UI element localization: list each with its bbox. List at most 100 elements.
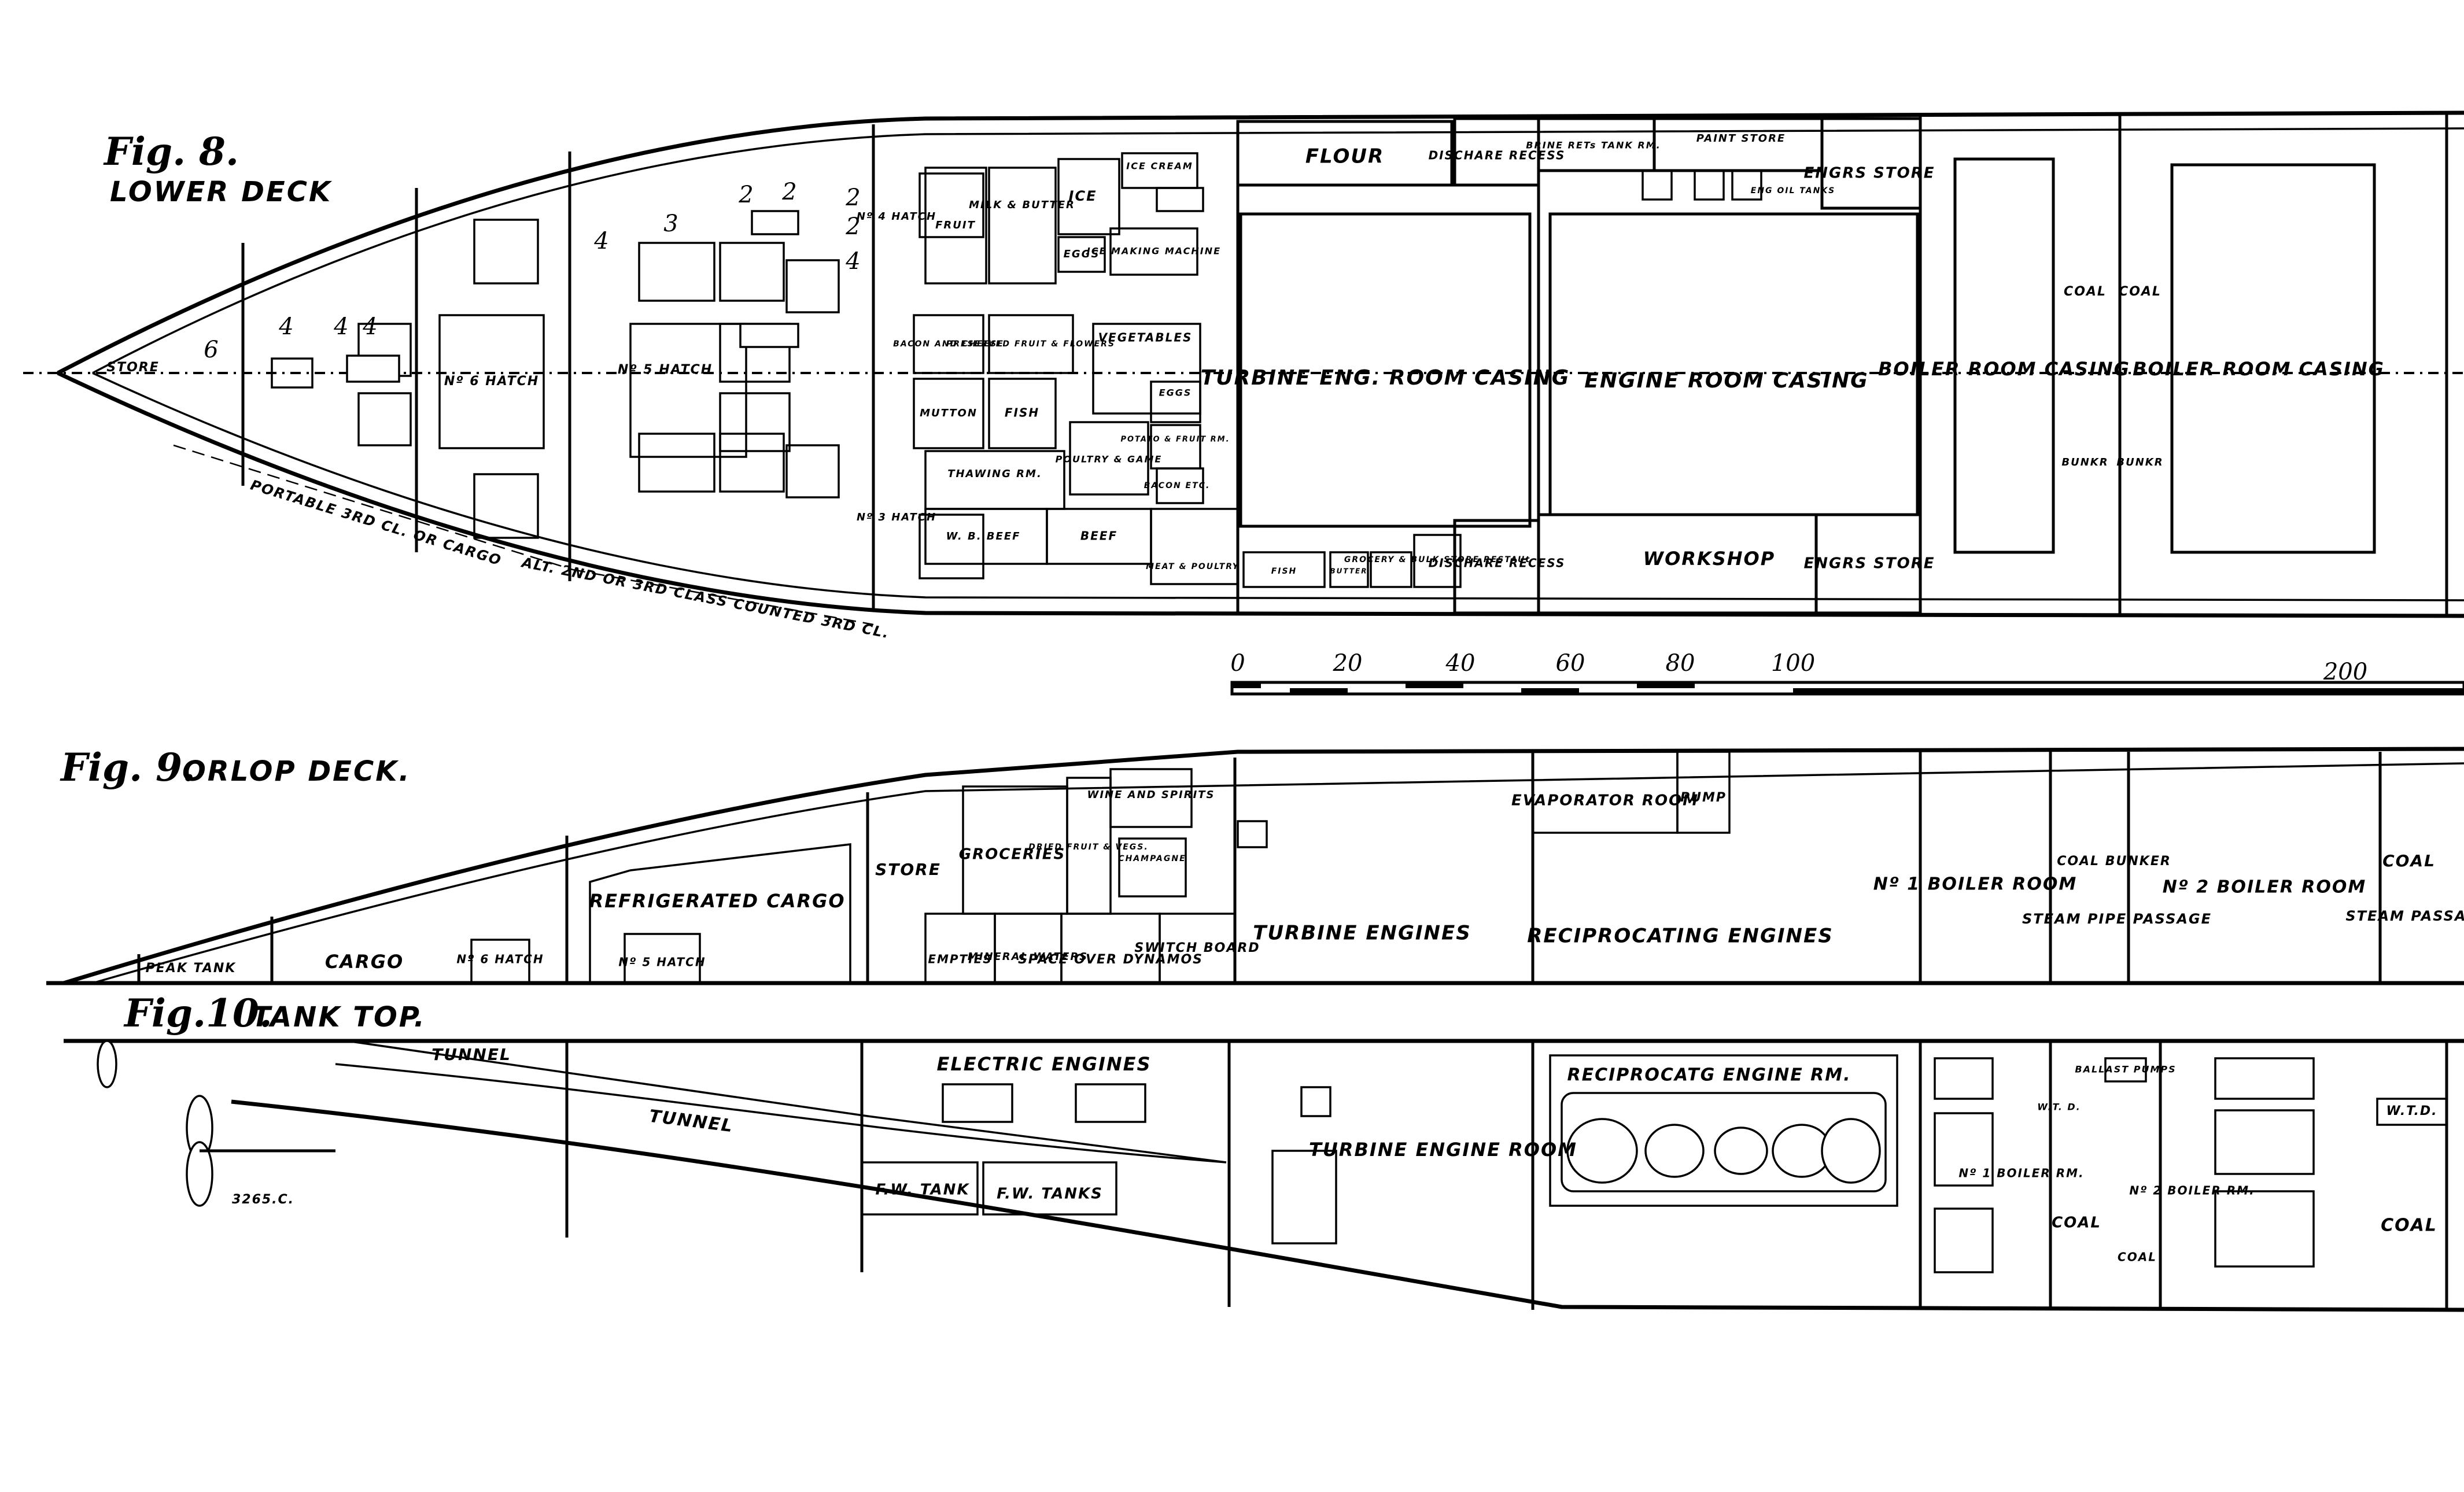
compartment-2c: 2: [845, 184, 860, 211]
compartment-2b: 2: [781, 179, 796, 205]
engine-cylinders: [1561, 1092, 1887, 1192]
scale-tick-20: 20: [1333, 650, 1363, 677]
compartment-4b: 4: [333, 313, 348, 340]
ld-thawing: THAWING RM.: [947, 468, 1042, 480]
fig8-lower-deck: Fig. 8. LOWER DECK: [23, 110, 2464, 641]
fig8-hull: [57, 110, 2464, 618]
ld-ice-cream: ICE CREAM: [1126, 161, 1193, 172]
fig8-machinery-labels: FLOUR DISCHARE RECESS DISCHARE RECESS TU…: [1201, 132, 2385, 573]
od-hatch6: Nº 6 HATCH: [456, 952, 544, 966]
propeller-icon: [97, 1040, 335, 1207]
tt-frame: 3265.C.: [232, 1192, 294, 1207]
od-pump: PUMP: [1680, 791, 1727, 805]
tt-boiler2: Nº 2 BOILER RM.: [2129, 1184, 2255, 1198]
fig10-rooms: [861, 1054, 2448, 1273]
ld-boiler-casing2: BOILER ROOM CASING: [2133, 358, 2385, 380]
fig10-tunnel: [335, 1040, 1227, 1164]
ld-beef: BEEF: [1080, 529, 1117, 543]
tt-wtd1: W.T. D.: [2037, 1102, 2081, 1113]
compartment-2d: 2: [845, 213, 860, 240]
od-evaporator: EVAPORATOR ROOM: [1511, 792, 1699, 810]
tt-tunnel1: TUNNEL: [431, 1045, 511, 1064]
fig8-title: LOWER DECK: [110, 176, 333, 208]
scale-tick-100: 100: [1771, 650, 1815, 677]
od-groceries: GROCERIES: [959, 846, 1066, 863]
scale-tick-40: 40: [1445, 650, 1476, 677]
ld-preserved: PRESERVED FRUIT & FLOWERS: [946, 339, 1115, 349]
fig8-provision-labels: FRUIT MILK & BUTTER ICE ICE CREAM EGGS I…: [893, 161, 1529, 577]
fig10-tank-top: Fig.10. TANK TOP.: [64, 991, 2464, 1312]
ld-vegetables: VEGETABLES: [1098, 331, 1193, 345]
fig10-title: TANK TOP.: [252, 1001, 426, 1033]
ld-mutton: MUTTON: [920, 407, 978, 419]
od-champagne: CHAMPAGNE: [1118, 854, 1186, 863]
od-hatch5: Nº 5 HATCH: [618, 955, 706, 969]
ld-hatch3: Nº 3 HATCH: [857, 511, 936, 523]
tt-coal3: COAL: [2381, 1216, 2437, 1236]
ld-meat: MEAT & POULTRY: [1146, 562, 1240, 571]
od-space-dynamos: SPACE OVER DYNAMOS: [1018, 952, 1203, 967]
ld-coal-a: COAL: [2064, 285, 2107, 299]
od-reciprocating: RECIPROCATING ENGINES: [1527, 925, 1833, 948]
ld-discharge-top: DISCHARE RECESS: [1429, 149, 1566, 163]
fig10-bulkheads: [565, 1041, 2448, 1310]
fig10-labels: TUNNEL TUNNEL ELECTRIC ENGINES F.W. TANK…: [232, 1045, 2437, 1264]
scale-bar: 0 20 40 60 80 100 200: [1230, 650, 2464, 696]
ld-bunk-b: BUNKR: [2116, 456, 2163, 468]
fig10-hull: [64, 1039, 2464, 1312]
tt-tunnel2: TUNNEL: [648, 1106, 735, 1137]
ld-hatch5: Nº 5 HATCH: [618, 363, 713, 377]
tt-ballast: BALLAST PUMPS: [2075, 1064, 2176, 1075]
od-coal: COAL: [2382, 851, 2436, 870]
scale-tick-0: 0: [1230, 650, 1245, 677]
scale-tick-200: 200: [2323, 659, 2367, 685]
compartment-2a: 2: [738, 182, 753, 208]
ld-ice-making: ICE MAKING MACHINE: [1087, 246, 1221, 257]
compartment-3: 3: [663, 210, 678, 237]
ld-flour: FLOUR: [1305, 145, 1384, 168]
compartment-4d: 4: [593, 228, 608, 254]
od-turbine: TURBINE ENGINES: [1253, 922, 1471, 945]
tt-turbine-room: TURBINE ENGINE ROOM: [1309, 1139, 1577, 1161]
ld-portable: PORTABLE 3RD CL. OR CARGO: [249, 477, 504, 568]
ld-fruit: FRUIT: [935, 219, 976, 231]
ld-workshop: WORKSHOP: [1643, 548, 1775, 570]
ld-bunk-a: BUNKR: [2061, 456, 2108, 468]
ld-butter2: BUTTER: [1330, 567, 1368, 575]
od-peak-tank: PEAK TANK: [146, 961, 237, 976]
od-steam-pass: STEAM PASSAGE: [2345, 908, 2464, 924]
od-coal-bunker: COAL BUNKER: [2057, 854, 2171, 869]
compartment-4a: 4: [278, 313, 293, 340]
ld-eng-store-bot: ENGRS STORE: [1803, 555, 1935, 573]
ld-wb-beef: W. B. BEEF: [946, 530, 1021, 542]
od-switch: SWITCH BOARD: [1134, 941, 1260, 955]
od-boiler1: Nº 1 BOILER ROOM: [1873, 874, 2077, 895]
fig9-hull: [46, 747, 2464, 985]
od-store: STORE: [875, 860, 941, 879]
tt-recip-room: RECIPROCATG ENGINE RM.: [1567, 1065, 1851, 1085]
tt-boiler1: Nº 1 BOILER RM.: [1958, 1166, 2084, 1180]
od-refrigerated: REFRIGERATED CARGO: [589, 890, 845, 912]
od-cargo: CARGO: [325, 951, 404, 973]
fig8-inner-hull: [92, 127, 2464, 601]
compartment-6: 6: [204, 337, 218, 363]
tt-coal2: COAL: [2118, 1250, 2157, 1264]
ld-turbine-casing: TURBINE ENG. ROOM CASING: [1201, 366, 1570, 390]
ld-engine-casing: ENGINE ROOM CASING: [1584, 369, 1868, 393]
fig8-label: Fig. 8.: [103, 129, 239, 174]
fig8-stairs: [346, 187, 1204, 383]
fig9-rooms: [470, 751, 1731, 984]
tt-fw-tanks: F.W. TANKS: [997, 1186, 1103, 1203]
tt-electric: ELECTRIC ENGINES: [936, 1053, 1151, 1075]
od-empties: EMPTIES: [928, 952, 992, 966]
compartment-4e: 4: [845, 248, 860, 275]
ld-poultry: POULTRY & GAME: [1056, 454, 1163, 465]
od-wine: WINE AND SPIRITS: [1087, 789, 1215, 801]
fig9-bulkheads: [137, 752, 2382, 983]
ld-fish: FISH: [1005, 406, 1039, 420]
od-mineral: MINERAL WATERS: [968, 951, 1088, 963]
ld-fish2: FISH: [1271, 567, 1297, 576]
fig10-label: Fig.10.: [123, 991, 272, 1036]
scale-tick-60: 60: [1556, 650, 1585, 677]
